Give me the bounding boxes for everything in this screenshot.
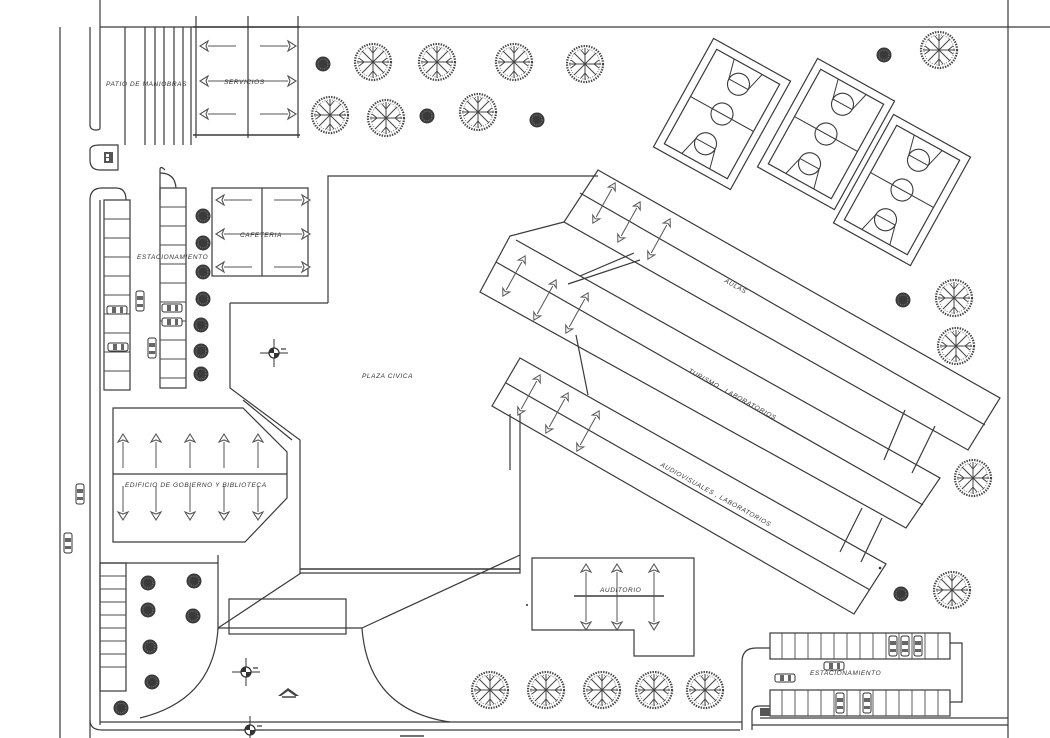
shrub-icon xyxy=(185,608,201,624)
shrub-icon xyxy=(195,235,211,251)
parking-west: ESTACIONAMIENTO xyxy=(103,166,208,391)
tree-icon xyxy=(919,30,959,70)
circulation-arrow-icon xyxy=(592,182,616,224)
parked-car xyxy=(63,532,73,554)
basketball-court xyxy=(832,113,972,267)
tree-icon xyxy=(565,44,605,84)
label-gobierno-biblioteca: EDIFICIO DE GOBIERNO Y BIBLIOTECA xyxy=(125,482,267,489)
circulation-arrow-icon xyxy=(565,292,589,334)
tree-icon xyxy=(936,326,976,366)
basketball-courts xyxy=(652,37,972,267)
survey-marker-icon xyxy=(259,338,289,368)
shrub-icon xyxy=(529,112,545,128)
parked-car xyxy=(107,342,129,352)
tree-icon xyxy=(310,95,350,135)
shrub-icon xyxy=(142,639,158,655)
tree-icon xyxy=(417,42,457,82)
building-audiovisuales-laboratorios: AUDIOVISUALES , LABORATORIOS xyxy=(491,357,887,615)
shrub-icon xyxy=(140,575,156,591)
building-cafeteria: CAFETERIA xyxy=(211,187,311,277)
parking-south: ESTACIONAMIENTO xyxy=(760,632,963,717)
tree-icon xyxy=(353,42,393,82)
shrub-icon xyxy=(140,602,156,618)
survey-marker-icon xyxy=(235,715,265,738)
tree-icon xyxy=(458,92,498,132)
circulation-arrow-icon xyxy=(617,201,641,243)
tree-icon xyxy=(582,670,622,710)
parked-car xyxy=(147,337,157,359)
label-servicios: SERVICIOS xyxy=(224,79,265,86)
shrub-icon xyxy=(113,700,129,716)
tree-icon xyxy=(953,458,993,498)
tree-icon xyxy=(634,670,674,710)
parked-car xyxy=(161,303,183,313)
tree-icon xyxy=(494,42,534,82)
building-aulas: AULAS xyxy=(563,169,1001,451)
parked-car xyxy=(823,661,845,671)
circulation-arrow-icon xyxy=(517,374,541,416)
tree-icon xyxy=(470,670,510,710)
survey-marker-icon xyxy=(231,657,261,687)
door-icon xyxy=(104,152,113,163)
parked-car xyxy=(161,317,183,327)
circulation-arrow-icon xyxy=(647,218,671,260)
tree-icon xyxy=(932,570,972,610)
label-aulas: AULAS xyxy=(722,277,748,295)
shrub-icon xyxy=(195,208,211,224)
shrub-icon xyxy=(895,292,911,308)
parked-car xyxy=(913,635,923,657)
building-auditorio: AUDITORIO xyxy=(526,557,695,657)
plaza-civica: PLAZA CIVICA xyxy=(229,175,598,574)
site-boundary xyxy=(59,0,1050,738)
shrub-icon xyxy=(186,573,202,589)
shrub-icon xyxy=(876,47,892,63)
circulation-arrow-icon xyxy=(502,255,526,297)
shrub-icon xyxy=(193,366,209,382)
shrub-icon xyxy=(315,56,331,72)
label-estacionamiento-south: ESTACIONAMIENTO xyxy=(810,670,881,677)
shrub-icon xyxy=(419,108,435,124)
label-cafeteria: CAFETERIA xyxy=(240,232,282,239)
basketball-court xyxy=(652,37,792,191)
tree-icon xyxy=(366,98,406,138)
parked-car xyxy=(774,673,796,683)
basketball-court xyxy=(756,57,896,211)
parked-car xyxy=(75,483,85,505)
label-audiovisuales-laboratorios: AUDIOVISUALES , LABORATORIOS xyxy=(658,461,772,528)
parked-car xyxy=(835,692,845,714)
parked-car xyxy=(862,692,872,714)
label-plaza-civica: PLAZA CIVICA xyxy=(362,373,413,380)
label-estacionamiento-west: ESTACIONAMIENTO xyxy=(137,254,208,261)
parked-car xyxy=(106,305,128,315)
southwest-garden xyxy=(99,554,521,738)
shrub-icon xyxy=(893,586,909,602)
north-arrow-icon xyxy=(278,688,299,696)
label-patio-de-maniobras: PATIO DE MANIOBRAS xyxy=(106,81,187,88)
circulation-arrow-icon xyxy=(576,410,600,452)
label-auditorio: AUDITORIO xyxy=(599,587,641,594)
parked-car xyxy=(888,635,898,657)
tree-icon xyxy=(934,278,974,318)
shrub-icon xyxy=(195,264,211,280)
shrub-icon xyxy=(193,343,209,359)
shrub-icon xyxy=(195,291,211,307)
circulation-arrow-icon xyxy=(545,392,569,434)
parked-car xyxy=(135,290,145,312)
building-gobierno-biblioteca: EDIFICIO DE GOBIERNO Y BIBLIOTECA xyxy=(112,399,293,543)
circulation-arrow-icon xyxy=(533,279,557,321)
tree-icon xyxy=(685,670,725,710)
shrub-icon xyxy=(144,674,160,690)
shrub-icon xyxy=(193,317,209,333)
tree-icon xyxy=(526,670,566,710)
patio-de-maniobras: PATIO DE MANIOBRAS xyxy=(106,27,192,145)
parked-car xyxy=(900,635,910,657)
building-servicios: SERVICIOS xyxy=(193,16,300,138)
